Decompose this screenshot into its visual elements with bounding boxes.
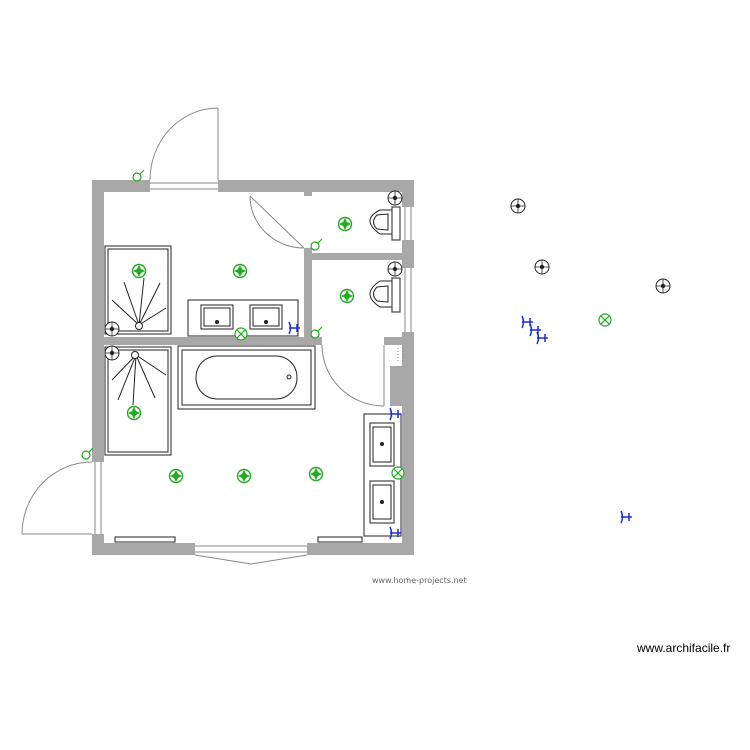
window-wc-lower <box>402 268 414 332</box>
junction-box-icon <box>534 259 550 275</box>
wall-light-icon <box>234 327 248 341</box>
junction-box-icon <box>510 198 526 214</box>
power-outlet-icon <box>389 526 402 540</box>
outlets <box>288 315 633 540</box>
window-bottom <box>195 543 307 555</box>
power-outlet-icon <box>529 323 542 337</box>
toilet-upper <box>369 206 401 241</box>
door-middle <box>321 344 385 407</box>
ceiling-light-icon <box>232 263 248 279</box>
switch-icon <box>310 326 323 339</box>
walls <box>92 180 414 555</box>
junction-box-icon <box>387 261 403 277</box>
junction-box-icon <box>104 345 120 361</box>
wall-light-icon <box>391 466 405 480</box>
toilet-lower <box>369 277 401 313</box>
switch-icon <box>81 447 94 460</box>
power-outlet-icon <box>389 407 402 421</box>
ceiling-light-icon <box>168 468 184 484</box>
door-entry-top <box>149 107 219 181</box>
shower-upper <box>104 245 172 335</box>
door-wc <box>249 195 305 249</box>
door-opening-left <box>92 462 104 534</box>
window-wc-upper <box>402 207 414 240</box>
ceiling-light-icon <box>339 288 355 304</box>
power-outlet-icon <box>620 510 633 524</box>
dashed-marks <box>397 348 404 362</box>
switches <box>81 169 323 460</box>
doors <box>21 107 385 565</box>
junction-box-icon <box>104 321 120 337</box>
wall-left <box>92 180 104 555</box>
ceiling-light-icon <box>337 216 353 232</box>
radiator-left <box>114 536 176 543</box>
archifacile-credit[interactable]: www.archifacile.fr <box>637 641 731 655</box>
wall-top <box>92 180 414 192</box>
openings <box>92 180 414 555</box>
radiator-right <box>317 536 363 543</box>
junction-box-icon <box>655 278 671 294</box>
wall-wc-divider <box>304 192 312 337</box>
junction-box-icon <box>387 190 403 206</box>
bathtub <box>177 345 316 410</box>
ceiling-light-icon <box>126 405 142 421</box>
home-projects-credit[interactable]: www.home-projects.net <box>372 576 467 585</box>
bottom-window-sashes <box>194 554 308 565</box>
ceiling-light-icon <box>308 466 324 482</box>
switch-icon <box>310 238 323 251</box>
door-entry-left <box>21 461 93 535</box>
radiators <box>114 536 363 543</box>
door-gap-wc <box>304 196 312 248</box>
wall-wc-separator <box>312 253 402 260</box>
wall-light-icon <box>598 313 612 327</box>
ceiling-light-icon <box>131 263 147 279</box>
door-opening-top <box>150 180 218 192</box>
door-gap-middle <box>322 337 384 345</box>
wall-middle <box>104 337 402 345</box>
wall-pillar <box>390 366 414 406</box>
double-vanity-upper <box>187 299 299 337</box>
shower-lower <box>104 346 172 456</box>
ceiling-light-icon <box>236 468 252 484</box>
switch-icon <box>132 169 145 182</box>
